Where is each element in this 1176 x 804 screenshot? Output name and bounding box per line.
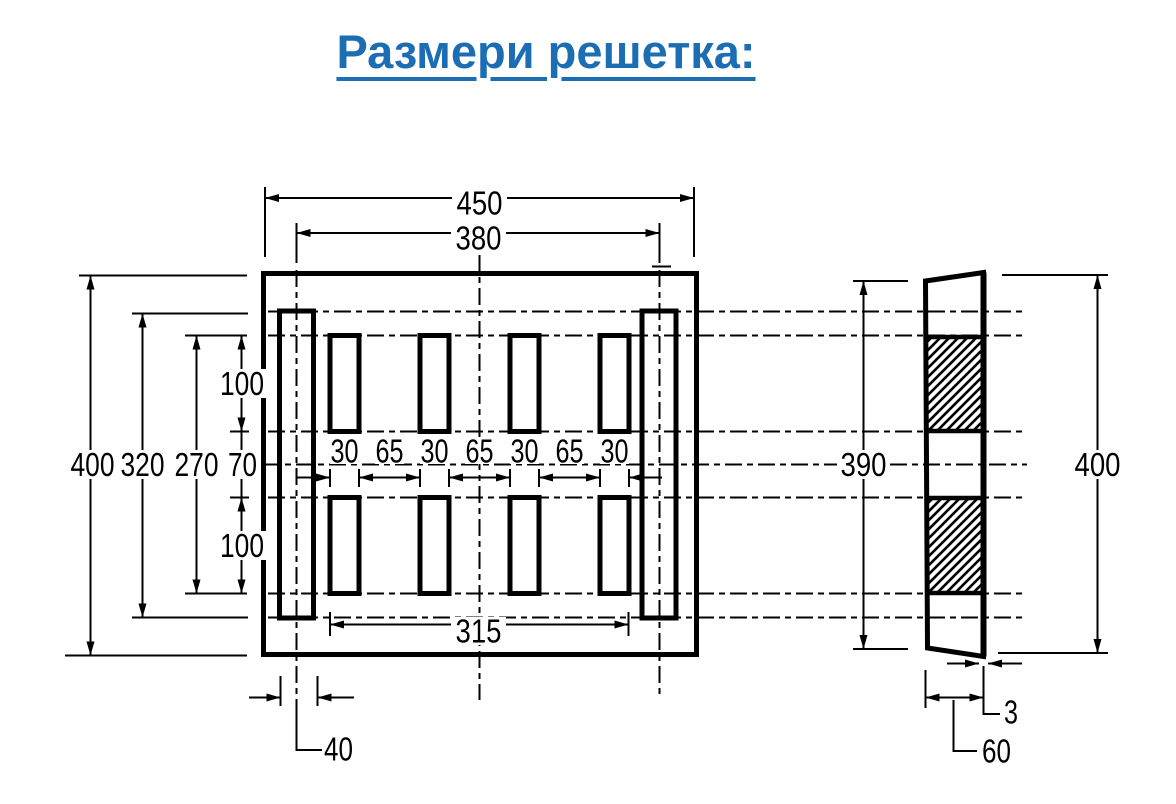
dim-label-chain: 65 xyxy=(466,433,494,470)
slot xyxy=(417,333,452,434)
dim-label-chain: 30 xyxy=(331,433,359,470)
dim-label-slots-outer-height: 270 xyxy=(175,446,219,483)
dim-label-chain: 30 xyxy=(511,433,539,470)
dim-label-slot-height-top: 100 xyxy=(220,365,264,402)
dim-label-profile-depth: 60 xyxy=(982,733,1011,770)
slot xyxy=(507,495,542,596)
dim-label-chain: 65 xyxy=(556,433,584,470)
leader-60 xyxy=(952,700,977,752)
dim-label-slot-height-bottom: 100 xyxy=(220,527,264,564)
dim-label-outer-width: 450 xyxy=(457,185,503,222)
dim-label-slots-span: 315 xyxy=(456,613,502,650)
dim-label-chain: 30 xyxy=(421,433,449,470)
dim-label-row-gap: 70 xyxy=(228,446,257,483)
dim-label-chain: 30 xyxy=(601,433,629,470)
leader-3 xyxy=(982,666,1000,715)
leader-40 xyxy=(295,706,322,751)
slot xyxy=(327,333,362,434)
page-title: Размери решетка: xyxy=(336,25,756,78)
dim-label-rail-centers-width: 380 xyxy=(456,220,502,257)
dim-label-total-height: 400 xyxy=(71,446,115,483)
dim-label-face-thickness: 3 xyxy=(1004,694,1018,731)
slot xyxy=(417,495,452,596)
hatch-area-top xyxy=(927,339,981,429)
slot xyxy=(507,333,542,434)
dim-label-side-front-height: 400 xyxy=(1075,446,1121,483)
dim-label-chain: 65 xyxy=(376,433,404,470)
dim-label-side-back-height: 390 xyxy=(841,446,887,483)
side-view-sections xyxy=(925,272,987,657)
slot xyxy=(597,333,632,434)
slot xyxy=(327,495,362,596)
dim-label-rail-height: 320 xyxy=(121,446,165,483)
hatch-area-bottom xyxy=(927,500,981,591)
slot xyxy=(597,495,632,596)
dimension-labels: 450 380 400 320 270 70 100 100 30 65 30 … xyxy=(66,185,1124,770)
dim-label-rail-width: 40 xyxy=(324,731,353,768)
